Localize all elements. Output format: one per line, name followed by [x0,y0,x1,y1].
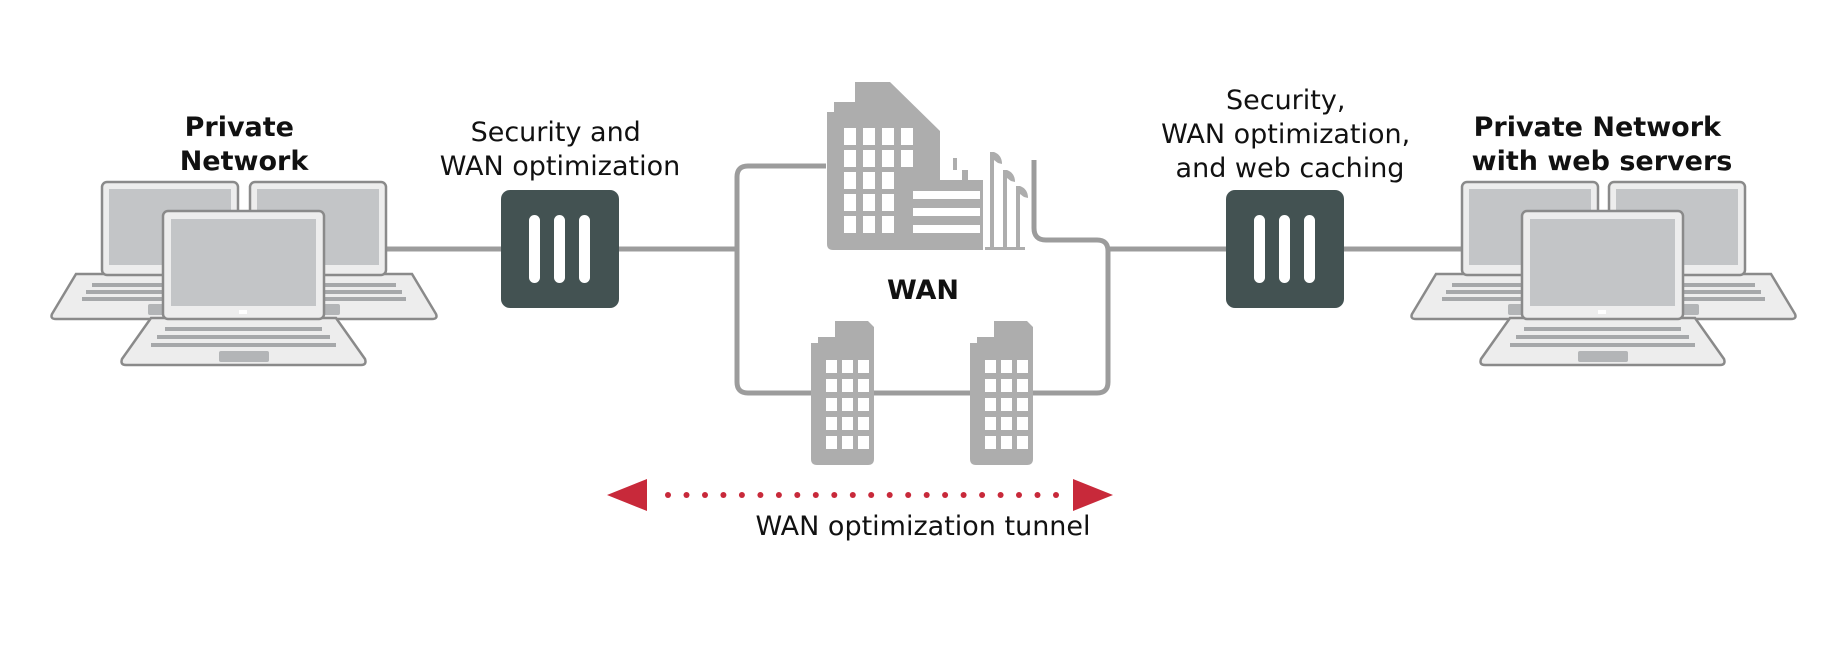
right-network-label: Private Network with web servers [1472,112,1733,177]
right-private-network [1410,180,1797,367]
left-security-appliance-icon [501,190,619,308]
tunnel-dot [923,492,930,498]
right-device-label: Security, WAN optimization, and web cach… [1161,85,1419,184]
tunnel-dot [1053,492,1059,498]
wan-label: WAN [887,275,959,306]
tunnel-dot [683,492,690,498]
tunnel-label: WAN optimization tunnel [755,511,1090,542]
tunnel-dot [905,492,912,498]
right-security-appliance-icon [1226,190,1344,308]
tunnel-dot [831,492,838,498]
tunnel-dot [1034,492,1041,498]
tunnel-dot [960,492,967,498]
left-device-label: Security and WAN optimization [440,117,680,182]
right-device-label-line-1: Security, [1226,85,1345,116]
tunnel-dot [942,492,949,498]
wan-optimization-tunnel [607,479,1113,511]
office-building-small-icon [970,321,1033,465]
tunnel-dot [886,492,893,498]
tunnel-dot [812,492,819,498]
office-building-small-icon [811,321,874,465]
tunnel-dot [757,492,764,498]
tunnel-arrow-left-icon [607,479,647,511]
tunnel-dot [702,492,708,498]
left-private-network [50,180,438,367]
left-device-label-line-2: WAN optimization [440,151,680,182]
right-device-label-line-2: WAN optimization, [1161,119,1410,150]
tunnel-dots [665,492,1059,498]
wan-loop [734,160,1111,396]
tunnel-dot [849,492,856,498]
tunnel-dot [997,492,1004,498]
right-device-label-line-3: and web caching [1176,153,1405,184]
tunnel-dot [738,492,745,498]
right-network-label-line-2: with web servers [1472,146,1733,177]
network-links [386,160,1464,396]
tunnel-dot [794,492,801,498]
left-device-label-line-1: Security and [471,117,641,148]
tunnel-dot [665,492,671,498]
tunnel-dot [868,492,875,498]
office-building-icon [827,82,1028,250]
left-network-label-line-2: Network [180,146,310,177]
left-network-label-line-1: Private [185,112,294,143]
left-network-label: Private Network [180,112,310,177]
tunnel-dot [1016,492,1022,498]
tunnel-arrow-right-icon [1073,479,1113,511]
right-network-label-line-1: Private Network [1474,112,1722,143]
tunnel-dot [720,492,727,498]
tunnel-dot [979,492,986,498]
tunnel-dot [775,492,782,498]
